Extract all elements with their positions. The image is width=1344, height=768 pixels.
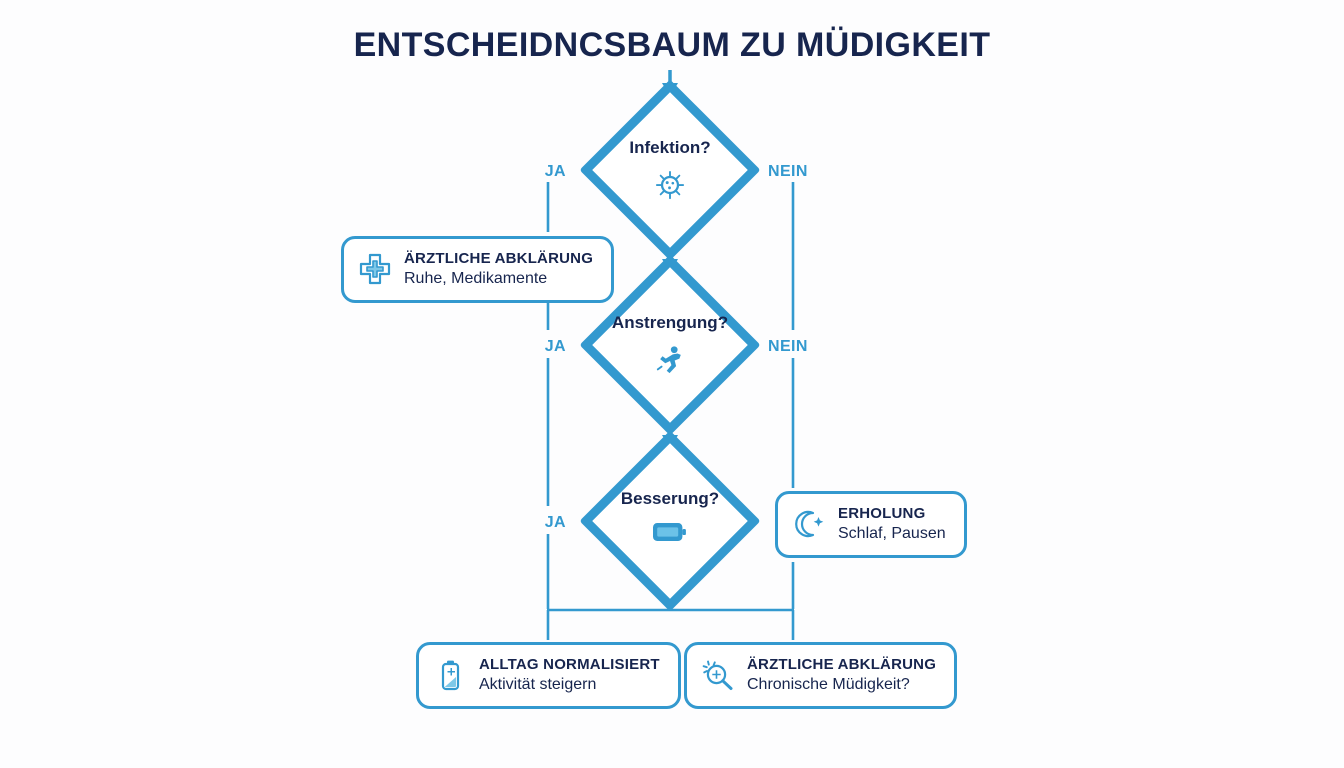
outcome-card-aerztliche-abklaerung-chronisch[interactable]: ÄRZTLICHE ABKLÄRUNG Chronische Müdigkeit… [684,642,958,709]
battery-plus-icon [433,658,467,692]
branch-label-anstrengung-no: NEIN [768,338,808,355]
branch-label-infektion-yes: JA [544,163,566,180]
decision-label-anstrengung: Anstrengung? [611,313,729,332]
decision-node-besserung[interactable]: Besserung? [579,430,761,612]
branch-label-infektion-no: NEIN [768,163,808,180]
decision-label-infektion: Infektion? [629,138,711,157]
branch-label-besserung-yes: JA [544,514,566,531]
outcome-card-text: ÄRZTLICHE ABKLÄRUNG Chronische Müdigkeit… [747,656,936,695]
decision-label-besserung: Besserung? [620,489,720,508]
outcome-card-title: ALLTAG NORMALISIERT [479,656,660,673]
moon-sparkle-icon [792,507,826,541]
outcome-card-text: ÄRZTLICHE ABKLÄRUNG Ruhe, Medikamente [404,250,593,289]
outcome-card-aerztliche-abklaerung-ruhe[interactable]: ÄRZTLICHE ABKLÄRUNG Ruhe, Medikamente [341,236,615,303]
outcome-card-alltag-normalisiert[interactable]: ALLTAG NORMALISIERT Aktivität steigern [416,642,681,709]
magnifier-plus-icon [701,658,735,692]
running-person-icon [582,345,758,375]
outcome-card-title: ÄRZTLICHE ABKLÄRUNG [747,656,937,673]
outcome-card-subtitle: Schlaf, Pausen [838,524,946,542]
outcome-card-title: ERHOLUNG [838,505,926,522]
outcome-card-title: ÄRZTLICHE ABKLÄRUNG [404,250,594,267]
outcome-card-subtitle: Chronische Müdigkeit? [747,675,910,693]
outcome-card-text: ALLTAG NORMALISIERT Aktivität steigern [479,656,660,695]
battery-icon [582,521,758,543]
outcome-card-text: ERHOLUNG Schlaf, Pausen [838,505,946,544]
page-title: ENTSCHEIDNCSBAUM ZU MÜDIGKEIT [353,26,991,64]
medical-cross-icon [358,252,392,286]
outcome-card-subtitle: Ruhe, Medikamente [404,269,548,287]
branch-label-anstrengung-yes: JA [544,338,566,355]
outcome-card-subtitle: Aktivität steigern [479,675,597,693]
virus-icon [582,170,758,200]
decision-node-anstrengung[interactable]: Anstrengung? [579,254,761,436]
outcome-card-erholung[interactable]: ERHOLUNG Schlaf, Pausen [775,491,967,558]
decision-node-infektion[interactable]: Infektion? [579,79,761,261]
